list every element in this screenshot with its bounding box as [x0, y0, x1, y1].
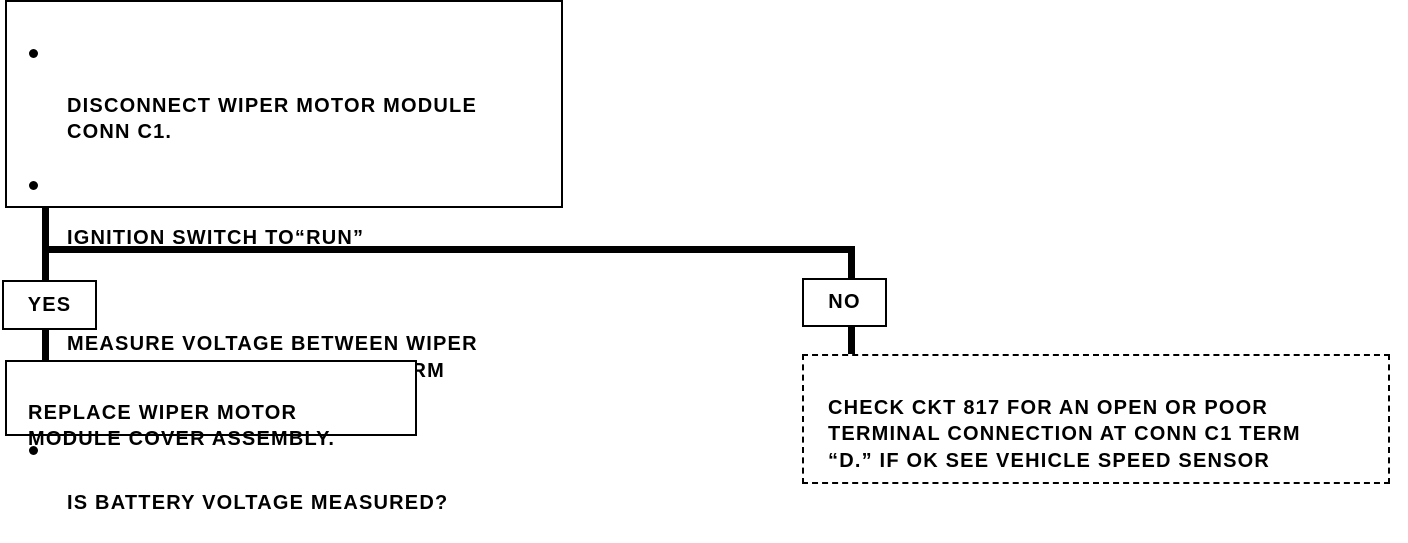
connector-no-action [848, 325, 855, 357]
yes-label-box: YES [2, 280, 97, 330]
no-action-text: CHECK CKT 817 FOR AN OPEN OR POOR TERMIN… [828, 396, 1301, 472]
no-action-box: CHECK CKT 817 FOR AN OPEN OR POOR TERMIN… [802, 354, 1390, 484]
no-label: NO [828, 291, 861, 314]
connector-yes-action [42, 328, 49, 361]
start-step-box: DISCONNECT WIPER MOTOR MODULE CONN C1. I… [5, 0, 563, 514]
start-step-list: DISCONNECT WIPER MOTOR MODULE CONN C1. I… [7, 13, 561, 543]
bullet-icon [29, 48, 38, 58]
bullet-icon [29, 181, 38, 190]
no-label-box: NO [802, 278, 887, 327]
connector-no-down [848, 246, 855, 280]
yes-label: YES [27, 293, 72, 316]
yes-action-box: REPLACE WIPER MOTOR MODULE COVER ASSEMBL… [5, 360, 417, 450]
bullet-icon [29, 446, 38, 455]
yes-action-text: REPLACE WIPER MOTOR MODULE COVER ASSEMBL… [28, 401, 336, 451]
start-step-item: DISCONNECT WIPER MOTOR MODULE CONN C1. [7, 40, 561, 146]
start-step-item: IGNITION SWITCH TO“RUN” [7, 172, 561, 252]
start-step-text: DISCONNECT WIPER MOTOR MODULE CONN C1. [67, 94, 477, 144]
connector-horizontal [42, 246, 855, 253]
start-step-text: IS BATTERY VOLTAGE MEASURED? [67, 492, 449, 514]
start-step-text: IGNITION SWITCH TO“RUN” [67, 227, 365, 249]
